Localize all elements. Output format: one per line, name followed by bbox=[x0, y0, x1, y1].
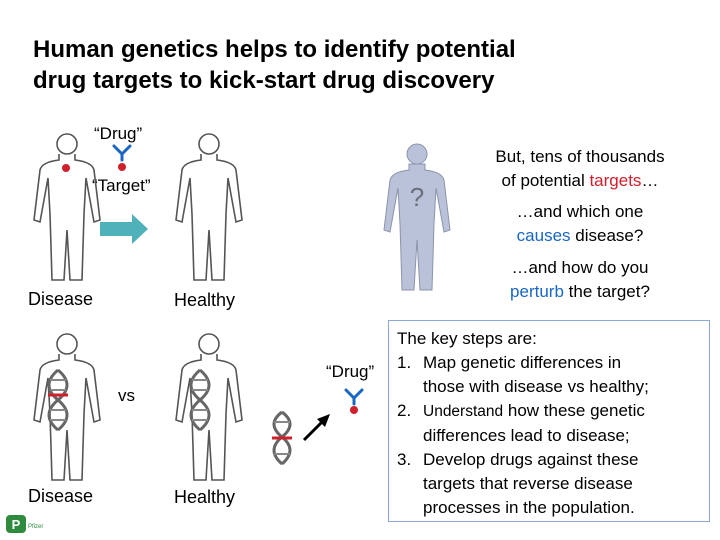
how-perturb-text: …and how do you perturb the target? bbox=[470, 256, 690, 304]
drug-symbol-icon bbox=[108, 142, 138, 182]
step-2: 2. Understand how these genetic differen… bbox=[397, 399, 649, 448]
which-line-2: causes disease? bbox=[470, 224, 690, 248]
svg-text:?: ? bbox=[410, 182, 424, 212]
but-line-1: But, tens of thousands bbox=[470, 145, 690, 169]
key-steps-box: The key steps are: 1. Map genetic differ… bbox=[388, 320, 710, 522]
human-figure-disease-bottom-icon bbox=[22, 330, 112, 490]
how-line-2: perturb the target? bbox=[470, 280, 690, 304]
pointer-arrow-icon bbox=[300, 410, 340, 450]
logo-letter: P bbox=[12, 517, 21, 532]
title-line-2: drug targets to kick-start drug discover… bbox=[33, 65, 673, 96]
title-line-1: Human genetics helps to identify potenti… bbox=[33, 34, 673, 65]
pfizer-logo: P Pfizer bbox=[6, 515, 30, 537]
human-figure-healthy-top-icon bbox=[164, 130, 254, 290]
but-line-2: of potential targets… bbox=[470, 169, 690, 193]
step-3: 3. Develop drugs against these targets t… bbox=[397, 448, 649, 520]
targets-highlight: targets bbox=[589, 171, 641, 190]
logo-mark-icon: P bbox=[6, 515, 28, 535]
disease-label-top: Disease bbox=[28, 289, 93, 310]
human-figure-many-targets-icon: ? bbox=[372, 140, 462, 300]
which-line-1: …and which one bbox=[470, 200, 690, 224]
logo-caption: Pfizer bbox=[28, 524, 43, 530]
disease-label-bottom: Disease bbox=[28, 486, 93, 507]
healthy-label-top: Healthy bbox=[174, 290, 235, 311]
how-line-1: …and how do you bbox=[470, 256, 690, 280]
transform-arrow-icon bbox=[100, 214, 150, 244]
key-steps-heading: The key steps are: bbox=[397, 327, 649, 351]
human-figure-healthy-bottom-icon bbox=[164, 330, 254, 490]
drug-label-bottom: “Drug” bbox=[326, 362, 374, 382]
healthy-label-bottom: Healthy bbox=[174, 487, 235, 508]
slide-title: Human genetics helps to identify potenti… bbox=[33, 34, 673, 96]
which-causes-text: …and which one causes disease? bbox=[470, 200, 690, 248]
perturb-highlight: perturb bbox=[510, 282, 564, 301]
vs-label: vs bbox=[118, 386, 135, 406]
causes-highlight: causes bbox=[517, 226, 571, 245]
human-figure-disease-top-icon bbox=[22, 130, 112, 290]
tens-of-thousands-text: But, tens of thousands of potential targ… bbox=[470, 145, 690, 193]
step-1: 1. Map genetic differences in those with… bbox=[397, 351, 649, 399]
drug-symbol-bottom-icon bbox=[340, 386, 370, 426]
